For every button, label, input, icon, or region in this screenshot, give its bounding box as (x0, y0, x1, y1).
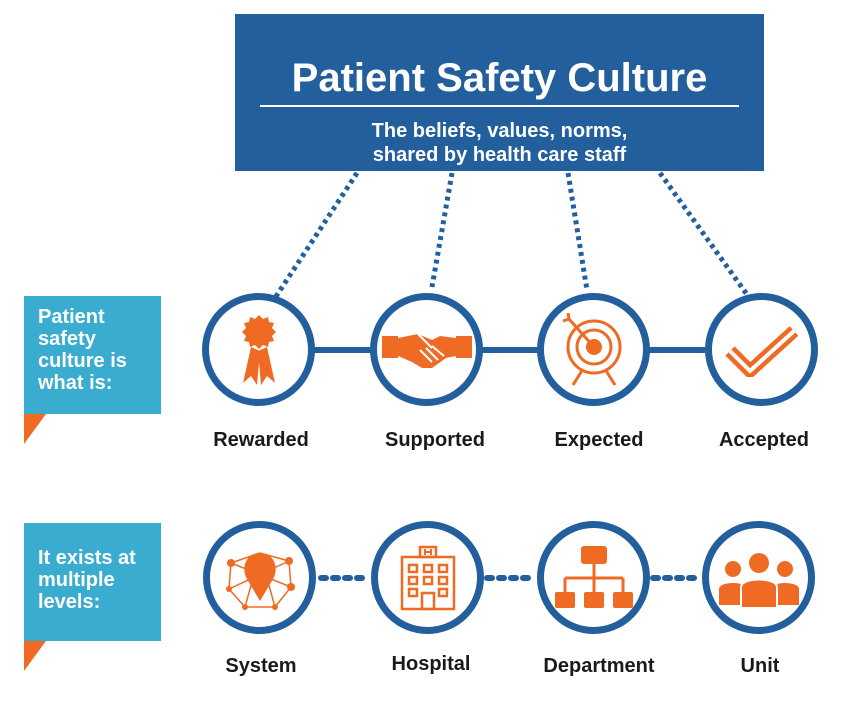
tag-what-is: Patient safety culture is what is: (24, 296, 161, 414)
ribbon-award-icon (241, 314, 276, 385)
checkmark-icon (724, 325, 798, 377)
tag-tail (24, 414, 46, 444)
label-supported: Supported (385, 429, 485, 451)
tag-line: culture is (38, 350, 127, 372)
handshake-icon (381, 332, 472, 368)
dotted-connector (429, 172, 455, 288)
subtitle-line: The beliefs, values, norms, (371, 120, 628, 142)
tag-line: safety (38, 328, 96, 350)
header-box: Patient Safety Culture The beliefs, valu… (235, 14, 764, 171)
tag-line: multiple (38, 569, 115, 591)
header-subtitle: The beliefs, values, norms, shared by he… (235, 119, 764, 167)
people-group-icon (718, 552, 799, 607)
label-unit: Unit (740, 655, 780, 677)
title-divider (260, 105, 739, 107)
label-expected: Expected (554, 429, 644, 451)
circle-accepted (705, 293, 818, 406)
tag-line: levels: (38, 591, 101, 613)
label-department: Department (543, 655, 655, 677)
dotted-connector (657, 171, 751, 298)
circle-unit (702, 521, 815, 634)
tag-tail (24, 641, 46, 671)
label-hospital: Hospital (391, 653, 471, 675)
circle-supported (370, 293, 483, 406)
hospital-building-icon (400, 545, 455, 610)
subtitle-line: shared by health care staff (372, 144, 627, 166)
tag-line: It exists at (38, 547, 136, 569)
dotted-connector (565, 172, 590, 291)
org-chart-icon (554, 545, 633, 608)
network-globe-icon (225, 551, 295, 610)
label-accepted: Accepted (718, 429, 810, 451)
circle-department (537, 521, 650, 634)
tag-levels: It exists at multiple levels: (24, 523, 161, 641)
circle-system (203, 521, 316, 634)
circle-hospital (371, 521, 484, 634)
label-rewarded: Rewarded (213, 429, 309, 451)
tag-line: Patient (38, 306, 105, 328)
target-icon (562, 312, 621, 386)
page-title: Patient Safety Culture (291, 56, 708, 100)
circle-expected (537, 293, 650, 406)
tag-line: what is: (38, 372, 113, 394)
label-system: System (225, 655, 297, 677)
circle-rewarded (202, 293, 315, 406)
dotted-connector (272, 171, 360, 300)
